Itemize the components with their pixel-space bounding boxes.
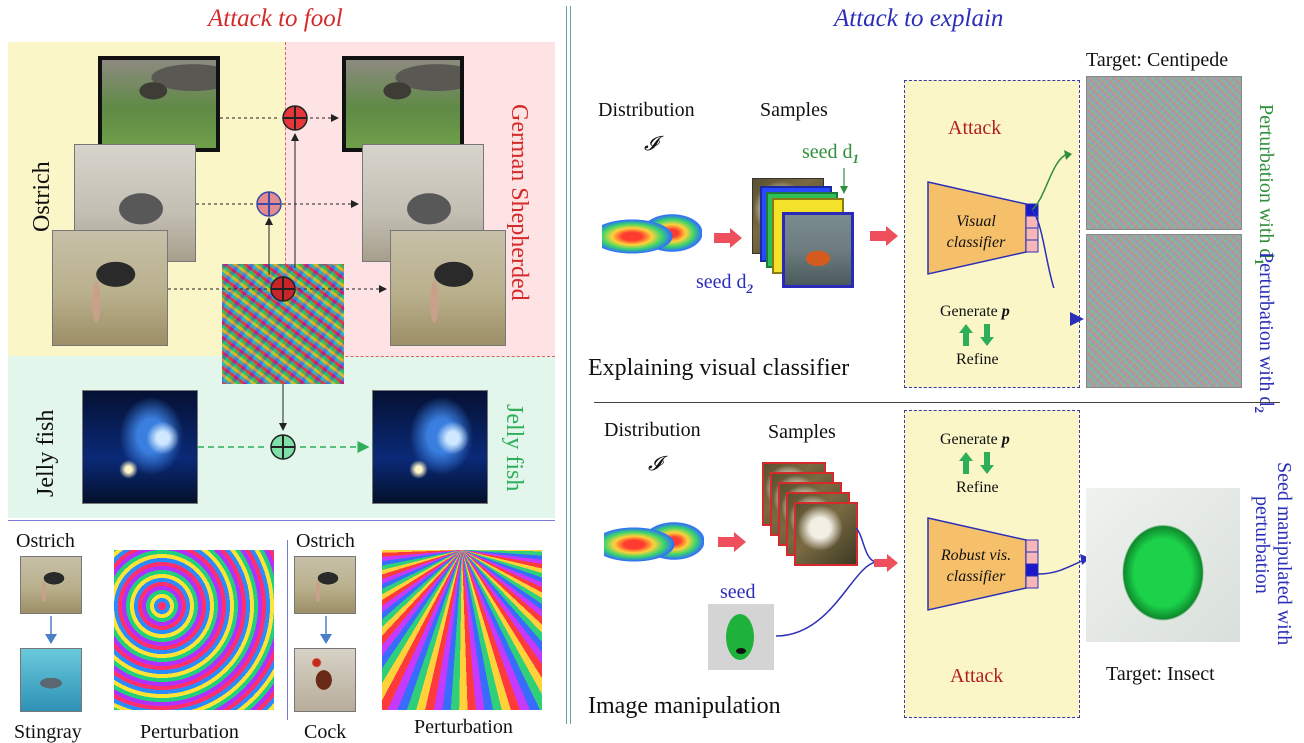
divider-horizontal-red bbox=[285, 356, 555, 357]
bottom-generate-label: Generate p bbox=[940, 431, 1010, 448]
jellyfish-image bbox=[82, 390, 198, 504]
example1-target-image bbox=[20, 648, 82, 712]
left-title: Attack to fool bbox=[208, 5, 343, 32]
bottom-side-label: Seed manipulated with perturbation bbox=[1251, 462, 1295, 646]
arrow-blue-icon bbox=[1070, 312, 1084, 326]
top-refine-label: Refine bbox=[956, 351, 999, 368]
seed-d1-label: seed d1 bbox=[802, 141, 860, 166]
perturbation-d1-image bbox=[1086, 76, 1242, 230]
example1-source-image bbox=[20, 556, 82, 614]
down-arrow-icon bbox=[45, 616, 57, 644]
top-distribution-surface bbox=[602, 198, 702, 268]
top-attack-label: Attack bbox=[948, 117, 1002, 139]
example2-source-image bbox=[294, 556, 356, 614]
right-arrow-icon bbox=[718, 532, 746, 552]
top-samples-label: Samples bbox=[760, 99, 828, 121]
example2-perturbation bbox=[382, 550, 542, 710]
right-arrow-icon bbox=[874, 554, 898, 572]
bottom-distribution-label: Distribution bbox=[604, 419, 701, 441]
top-target-label: Target: Centipede bbox=[1086, 49, 1229, 71]
target-insect-image bbox=[1086, 488, 1240, 642]
bottom-classifier-shape bbox=[927, 517, 1039, 611]
up-down-arrows-icon bbox=[959, 452, 994, 474]
ostrich-image-3 bbox=[52, 230, 168, 346]
divider-vertical-red bbox=[285, 42, 286, 356]
left-connectors bbox=[168, 105, 387, 460]
pert-d1-label: Perturbation with d1 bbox=[1252, 104, 1277, 265]
plus-icon bbox=[282, 105, 308, 131]
plus-icon bbox=[270, 276, 296, 302]
example1-perturbation bbox=[114, 550, 274, 710]
example2-target-label: Cock bbox=[304, 721, 347, 743]
center-divider bbox=[566, 6, 571, 724]
example2-target-image bbox=[294, 648, 356, 712]
top-caption: Explaining visual classifier bbox=[588, 355, 850, 381]
top-generate-label: Generate p bbox=[940, 303, 1010, 320]
seed-d2-label: seed d2 bbox=[696, 271, 754, 296]
bottom-caption: Image manipulation bbox=[588, 693, 781, 719]
bottom-merge-lines bbox=[775, 527, 877, 637]
example1-source-label: Ostrich bbox=[16, 530, 75, 552]
seed-pointers bbox=[840, 168, 848, 194]
top-output-arrows bbox=[1031, 150, 1072, 288]
bottom-distribution-symbol: 𝓘 bbox=[648, 453, 662, 475]
top-sample-stack bbox=[752, 178, 862, 290]
perturbation-d2-image bbox=[1086, 234, 1242, 388]
example2-source-label: Ostrich bbox=[296, 530, 355, 552]
adv-jellyfish-image bbox=[372, 390, 488, 504]
example1-target-label: Stingray bbox=[14, 721, 82, 743]
bottom-target-label: Target: Insect bbox=[1106, 663, 1215, 685]
divider-blue-line bbox=[8, 520, 555, 521]
top-classifier-label: Visual classifier bbox=[946, 213, 1006, 251]
example2-caption: Perturbation bbox=[414, 716, 513, 738]
bottom-seed-label: seed bbox=[720, 581, 756, 603]
example-divider bbox=[287, 540, 288, 720]
plus-icon bbox=[256, 191, 282, 217]
bottom-classifier-label: Robust vis. classifier bbox=[940, 547, 1012, 585]
right-divider bbox=[594, 402, 1280, 403]
right-title: Attack to explain bbox=[834, 5, 1004, 32]
bottom-output-arrow bbox=[1037, 554, 1090, 575]
pert-d2-label: Perturbation with d2 bbox=[1252, 252, 1277, 413]
up-down-arrows-icon bbox=[959, 324, 994, 346]
right-panel: Attack to explain Distribution 𝓘 Samples… bbox=[574, 0, 1304, 742]
bottom-sample-stack bbox=[762, 462, 862, 572]
bottom-samples-label: Samples bbox=[768, 421, 836, 443]
plus-icon bbox=[270, 434, 296, 460]
bottom-refine-label: Refine bbox=[956, 479, 999, 496]
left-panel: Attack to fool Ostrich German Shepherded… bbox=[0, 0, 566, 742]
right-arrow-icon bbox=[714, 228, 742, 248]
bottom-attack-label: Attack bbox=[950, 665, 1004, 687]
top-distribution-label: Distribution bbox=[598, 99, 695, 121]
example1-caption: Perturbation bbox=[140, 721, 239, 743]
top-distribution-symbol: 𝓘 bbox=[644, 133, 658, 155]
adv-ostrich-image-3 bbox=[390, 230, 506, 346]
right-arrow-icon bbox=[870, 226, 898, 246]
bottom-distribution-surface bbox=[604, 506, 704, 576]
down-arrow-icon bbox=[320, 616, 332, 644]
seed-image bbox=[708, 604, 774, 670]
